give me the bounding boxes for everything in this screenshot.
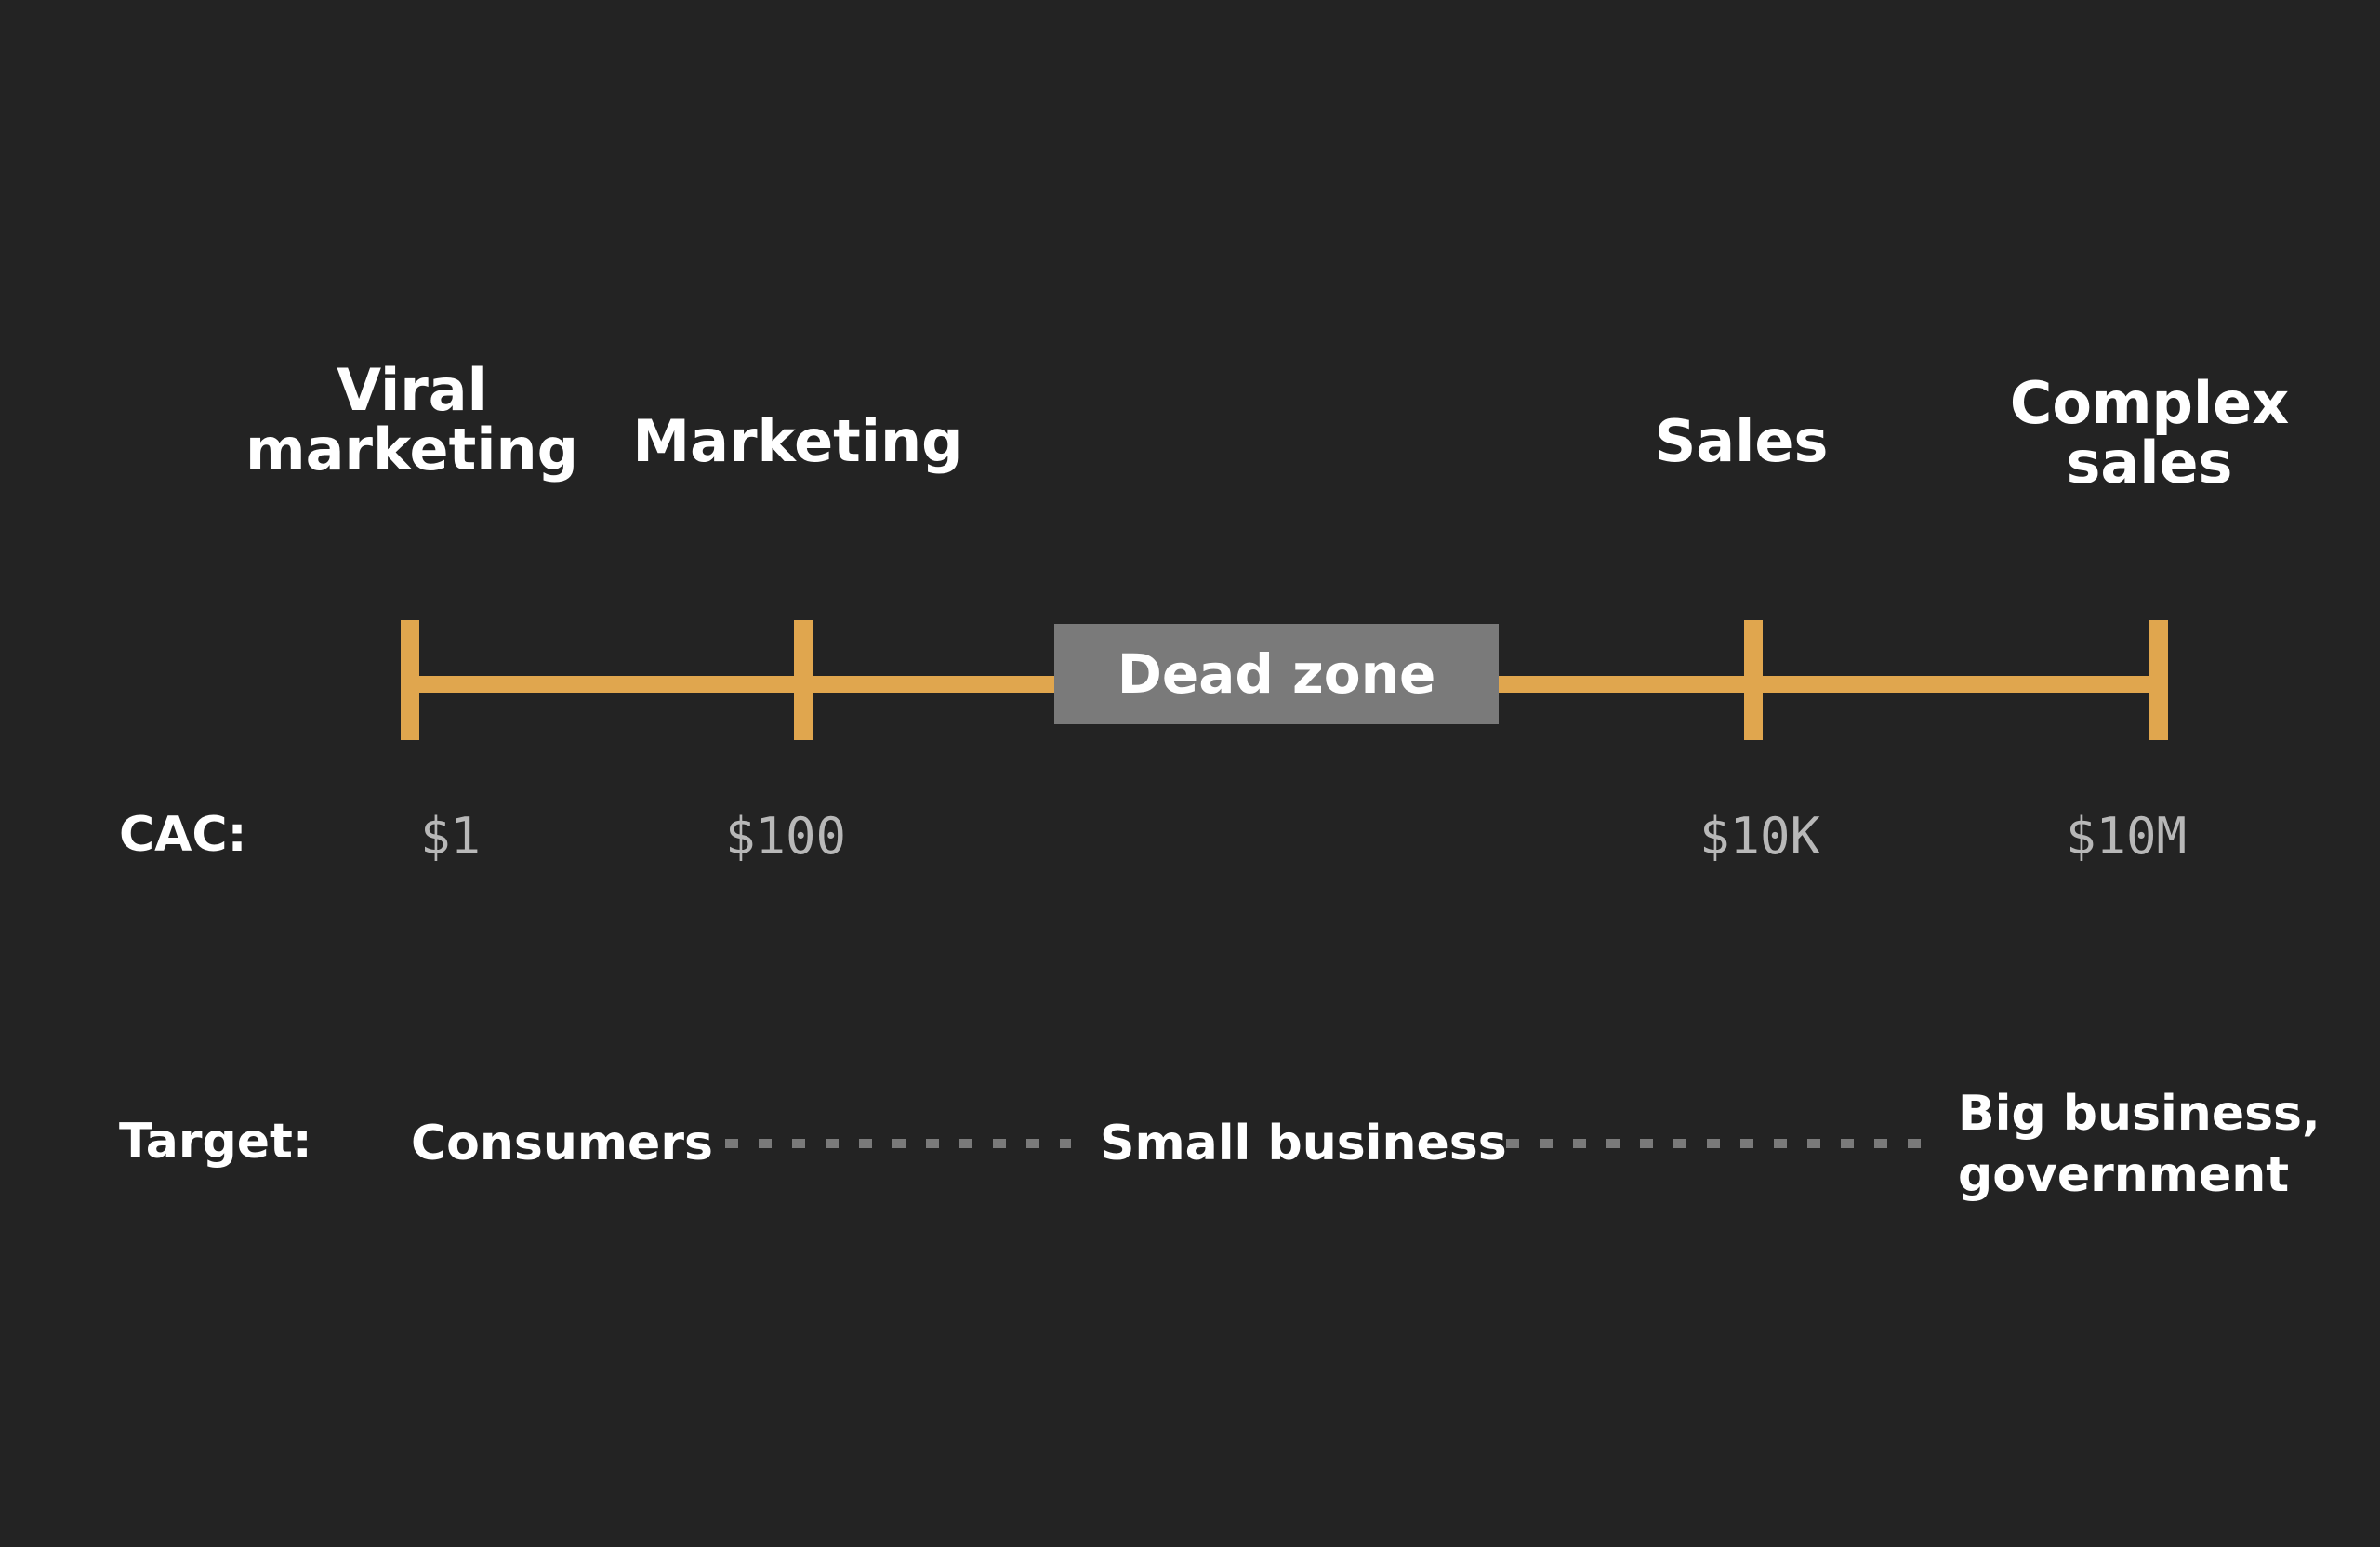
- method-complex-sales: Complex sales: [2009, 369, 2290, 496]
- cac-value: $10M: [2066, 807, 2188, 866]
- cac-label: CAC:: [119, 807, 247, 863]
- target-big-business: Big business, government: [1958, 1086, 2320, 1203]
- target-small-business: Small business: [1100, 1116, 1507, 1171]
- target-connector: [725, 1139, 1071, 1148]
- axis-tick: [794, 620, 813, 740]
- method-marketing: Marketing: [632, 407, 963, 475]
- dead-zone-label: Dead zone: [1117, 642, 1436, 706]
- method-viral-marketing: Viral marketing: [245, 356, 579, 483]
- axis-tick: [2149, 620, 2168, 740]
- target-label: Target:: [119, 1114, 312, 1170]
- axis-tick: [1744, 620, 1763, 740]
- cac-value: $10K: [1699, 807, 1821, 866]
- cac-value: $100: [725, 807, 847, 866]
- method-sales: Sales: [1654, 407, 1829, 475]
- axis-tick: [401, 620, 419, 740]
- target-connector: [1506, 1139, 1936, 1148]
- target-consumers: Consumers: [411, 1116, 713, 1171]
- dead-zone-box: Dead zone: [1054, 624, 1499, 724]
- cac-value: $1: [420, 807, 482, 866]
